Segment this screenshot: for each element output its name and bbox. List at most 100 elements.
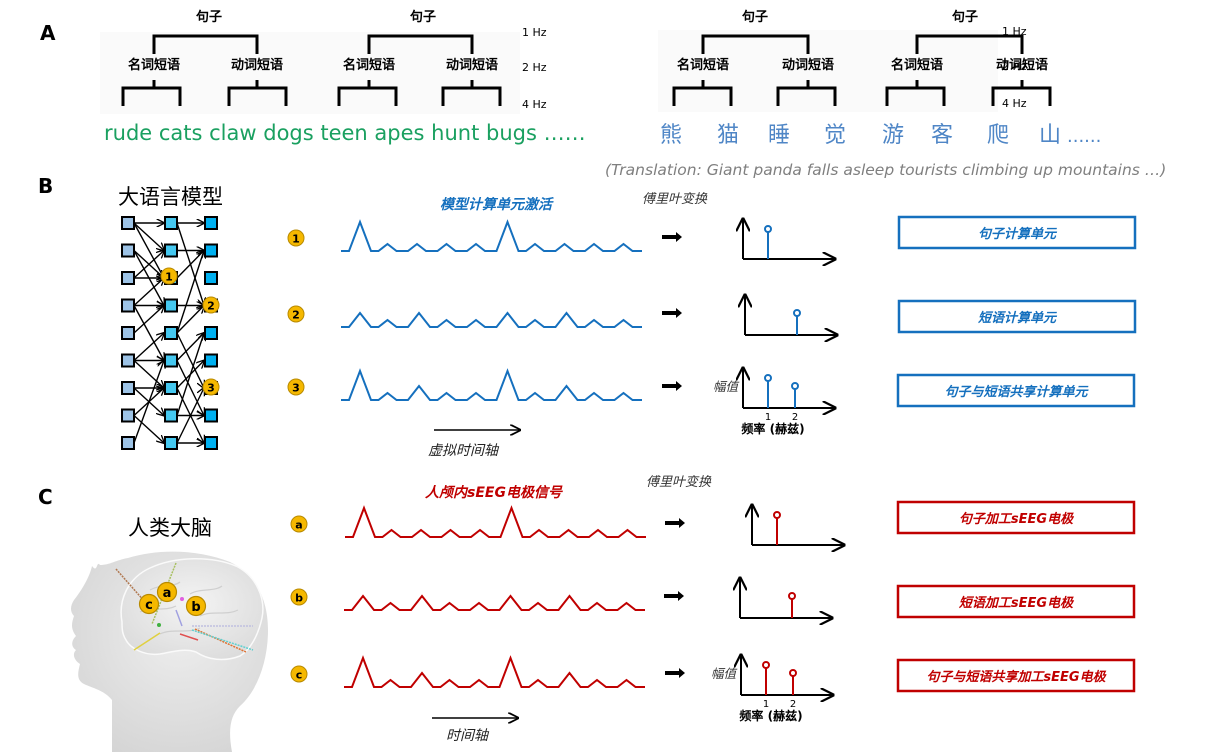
network-marker-label: 3 — [207, 382, 215, 395]
sentence-bracket — [152, 34, 259, 54]
syntax-tree: 句子名词短语动词短语 — [672, 9, 837, 106]
activation-waveform — [344, 655, 645, 688]
transform-arrow-icon — [664, 591, 684, 601]
network-unit — [121, 381, 135, 395]
chinese-word: 觉 — [824, 123, 846, 148]
noun-phrase-label: 名词短语 — [677, 57, 729, 73]
spectrum-stem-head — [793, 309, 801, 317]
network-edge — [133, 414, 164, 444]
network-edge — [176, 306, 204, 334]
network-unit — [204, 353, 218, 368]
row-marker-label: 3 — [292, 382, 300, 395]
result-box-label: 短语加工sEEG电极 — [959, 595, 1075, 611]
network-unit — [121, 216, 135, 230]
spectrum-stem-head — [789, 669, 797, 677]
chinese-word: 山 — [1039, 123, 1061, 148]
result-box-label: 句子计算单元 — [978, 226, 1058, 242]
network-edge — [133, 251, 164, 279]
network-edge — [133, 222, 164, 278]
brain-marker-b — [185, 595, 207, 617]
verb-phrase-label: 动词短语 — [231, 57, 283, 73]
sentence-node-label: 句子 — [742, 9, 768, 25]
amplitude-label: 幅值 — [711, 666, 738, 681]
row-marker-c — [290, 665, 308, 683]
fourier-label-b: 傅里叶变换 — [642, 191, 708, 207]
row-marker-label: 2 — [292, 309, 300, 322]
result-box — [896, 584, 1136, 619]
spectrum-stem-head — [762, 661, 770, 669]
freq-tick-2: 2 — [792, 412, 798, 423]
network-unit — [121, 326, 135, 340]
network-unit — [204, 271, 218, 285]
translation-text: (Translation: Giant panda falls asleep t… — [605, 161, 1166, 179]
activation-waveform — [345, 505, 646, 538]
network-marker-1 — [160, 267, 178, 285]
llm-network-diagram: 1 2 3 — [121, 216, 220, 450]
frequency-axis-label: 频率 (赫兹) — [739, 708, 802, 723]
transform-arrow-icon — [665, 518, 685, 528]
electrode-contact — [180, 597, 184, 601]
sentence-bracket — [367, 34, 474, 54]
network-unit — [164, 381, 178, 395]
llm-title: 大语言模型 — [118, 185, 223, 209]
spectrum-stem-head — [791, 382, 799, 390]
row-marker-3 — [287, 378, 305, 396]
activation-waveform — [341, 368, 642, 401]
result-box-label: 短语计算单元 — [978, 310, 1058, 326]
time-axis-label: 时间轴 — [446, 728, 490, 744]
network-edge — [133, 222, 164, 251]
network-edge — [176, 360, 204, 416]
phrase-bracket — [441, 80, 502, 106]
spectrum-stem-head — [764, 374, 772, 382]
fourier-label-c: 傅里叶变换 — [646, 474, 712, 490]
electrode-5 — [191, 629, 254, 651]
chinese-sentence-stimuli: 熊猫睡觉游客爬山...... — [660, 123, 1101, 148]
network-marker-label: 2 — [207, 300, 215, 313]
result-box — [896, 500, 1136, 535]
chinese-word: 熊 — [660, 123, 682, 148]
tree-background-left — [100, 32, 520, 114]
row-marker-label: a — [295, 519, 302, 532]
transform-arrow-icon — [662, 381, 682, 391]
row-marker-label: b — [295, 592, 303, 605]
network-edge — [133, 278, 164, 307]
network-unit — [164, 436, 178, 450]
chinese-word: 睡 — [768, 123, 790, 148]
network-unit — [164, 243, 178, 258]
freq-label-2hz-left: 2 Hz — [522, 61, 547, 74]
network-unit — [121, 408, 135, 423]
result-box — [897, 299, 1137, 334]
freq-label-4hz-right: 4 Hz — [1002, 97, 1027, 110]
panel-label-b: B — [38, 174, 53, 198]
network-edge — [133, 305, 164, 361]
activation-waveform — [341, 219, 642, 252]
network-unit — [164, 408, 178, 423]
network-unit — [121, 243, 135, 258]
brain-marker-c — [138, 593, 160, 615]
spectrum-stem-head — [764, 225, 772, 233]
noun-phrase-label: 名词短语 — [128, 57, 180, 73]
network-unit — [204, 243, 218, 258]
network-unit — [204, 408, 218, 423]
network-edge — [176, 388, 204, 444]
electrode-1 — [151, 562, 177, 625]
activation-waveform — [341, 311, 642, 328]
model-activation-title: 模型计算单元激活 — [440, 196, 554, 213]
chinese-ellipsis: ...... — [1067, 126, 1101, 147]
syntax-tree: 句子名词短语动词短语 — [885, 9, 1052, 106]
freq-label-2hz-right: 2 Hz — [1002, 60, 1027, 73]
freq-tick-1: 1 — [763, 699, 769, 710]
network-marker-label: 1 — [165, 271, 173, 284]
phrase-bracket — [121, 80, 182, 106]
network-edge — [133, 359, 164, 389]
row-marker-1 — [287, 229, 305, 247]
freq-label-1hz-right: 1 Hz — [1002, 25, 1027, 38]
row-marker-label: c — [296, 669, 303, 682]
brain-marker-label: c — [145, 598, 153, 613]
